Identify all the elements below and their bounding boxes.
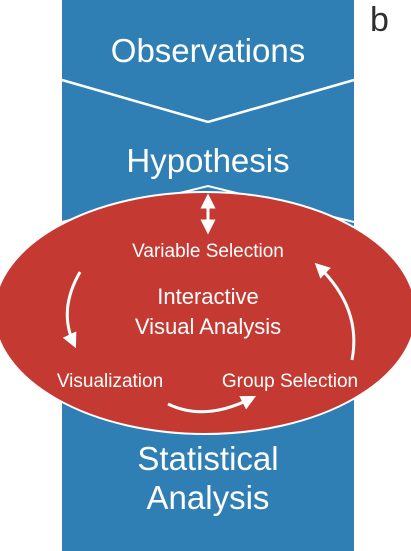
loop-center-line2: Visual Analysis [135,314,281,339]
stage-statistical-line2: Analysis [147,479,270,516]
stage-observations: Observations [111,32,305,69]
chevron-separator-1 [61,78,355,124]
stage-hypothesis: Hypothesis [126,142,289,179]
bottom-curved-arrow-icon [167,395,257,414]
loop-variable-selection: Variable Selection [132,241,284,262]
loop-group-selection: Group Selection [222,371,358,392]
interactive-loop-ellipse [0,191,411,435]
left-curved-arrow-icon [62,271,82,349]
panel-label: b [370,1,389,39]
loop-center-line1: Interactive [157,284,259,309]
right-curved-arrow-icon [314,262,356,361]
loop-visualization: Visualization [57,371,163,392]
stage-statistical-line1: Statistical [137,440,278,477]
